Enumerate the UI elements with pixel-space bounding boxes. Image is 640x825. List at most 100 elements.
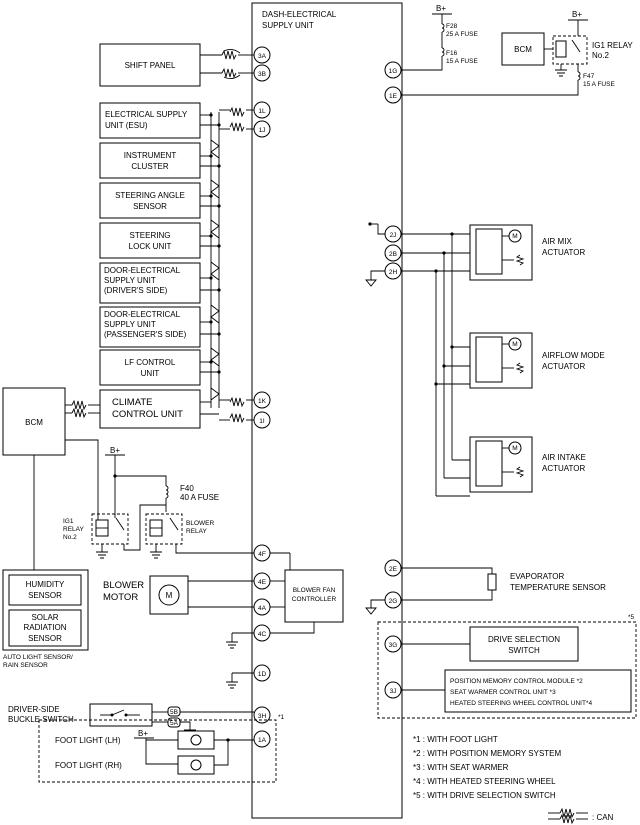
connector-1a (253, 730, 271, 748)
connector-5b (167, 706, 181, 717)
f47-label: F47 (583, 73, 595, 80)
connector-3h-label: 3H (258, 713, 267, 720)
connector-4c-label: 4C (258, 631, 267, 638)
bplus-foot-label: B+ (138, 729, 148, 738)
dd-label-2: SUPPLY UNIT (104, 276, 156, 285)
air-mix-motor-m: M (512, 233, 517, 240)
instrument-cluster-box (99, 142, 201, 179)
slu-label-1: STEERING (130, 231, 171, 240)
connector-1g-label: 1G (389, 68, 398, 75)
cc-label-1: CLIMATE (112, 397, 152, 408)
blower-relay-1: BLOWER (186, 520, 214, 527)
air-mix-actuator: M (469, 224, 533, 281)
buckle-pin-5b: 5B (170, 709, 178, 716)
seat-warmer-label: SEAT WARMER CONTROL UNIT *3 (450, 689, 556, 696)
can-twist-icon (221, 50, 237, 60)
blower-motor-label-1: BLOWER (103, 580, 144, 591)
dash-electrical-supply-unit (251, 2, 403, 819)
buckle-pin-5a: 5A (170, 720, 179, 727)
door-esu-passenger-box (99, 306, 201, 348)
connector-1a-label: 1A (258, 737, 267, 744)
air-intake-label-2: ACTUATOR (542, 464, 585, 473)
can-bus-vertical (210, 112, 220, 408)
ig1-relay-left (91, 513, 129, 545)
foot-light-lh-label: FOOT LIGHT (LH) (55, 736, 121, 745)
connector-3b-label: 3B (258, 71, 266, 78)
connector-4e-label: 4E (258, 579, 267, 586)
sas-label-1: STEERING ANGLE (115, 191, 185, 200)
ig1-relay-right (552, 35, 588, 65)
motor-icon (158, 584, 180, 606)
drive-selection-label-2: SWITCH (508, 646, 540, 655)
ig1-left-2: RELAY (63, 526, 84, 533)
f40-label: F40 (180, 484, 194, 493)
airflow-mode-actuator: M (469, 332, 533, 389)
unit-title-line2: SUPPLY UNIT (262, 21, 314, 30)
blower-motor-box (149, 575, 189, 615)
bfc-label-2: CONTROLLER (292, 596, 337, 603)
solar-label-1: SOLAR (31, 613, 58, 622)
connector-3g-label: 3G (389, 642, 398, 649)
bplus-relay-label: B+ (110, 446, 120, 455)
lamp-icon (190, 759, 202, 771)
connector-1k-label: 1K (258, 398, 267, 405)
lf-label-2: UNIT (141, 369, 160, 378)
connector-3h (253, 706, 271, 724)
buckle-label-2: BUCKLE SWITCH (8, 715, 74, 724)
blower-fan-controller-box (284, 569, 344, 623)
connector-4a-label: 4A (258, 605, 267, 612)
right-connectors: 1G 1E 2J 2B 2H 2E 2G 3G 3J (384, 61, 402, 699)
connector-1i-label: 1I (259, 418, 265, 425)
auto-light-label-2: RAIN SENSOR (3, 662, 48, 669)
can-legend-label: : CAN (592, 813, 614, 822)
ic-label-1: INSTRUMENT (124, 151, 177, 160)
esu-label-1: ELECTRICAL SUPPLY (105, 110, 188, 119)
connector-1d-label: 1D (258, 671, 267, 678)
ig1-right-2: No.2 (592, 51, 609, 60)
shift-panel-label: SHIFT PANEL (125, 61, 176, 70)
buckle-switch-box (89, 703, 153, 727)
slu-label-2: LOCK UNIT (129, 242, 172, 251)
motor-m-label: M (166, 591, 173, 600)
ig1-left-1: IG1 (63, 518, 74, 525)
connector-3a-label: 3A (258, 53, 267, 60)
blower-motor-label-2: MOTOR (103, 592, 138, 603)
dp-label-2: SUPPLY UNIT (104, 320, 156, 329)
shift-panel-box (99, 43, 201, 87)
can-twist-icon (221, 68, 237, 78)
ig1-left-3: No.2 (63, 534, 77, 541)
f16-label: F16 (446, 50, 458, 57)
door-esu-driver-box (99, 262, 201, 304)
dd-label-1: DOOR-ELECTRICAL (104, 266, 181, 275)
f47-fuse-label: 15 A FUSE (583, 81, 615, 88)
blower-relay-2: RELAY (186, 528, 207, 535)
legend-item-5: *5 : WITH DRIVE SELECTION SWITCH (413, 791, 556, 800)
humidity-label-2: SENSOR (28, 591, 62, 600)
f40-fuse-label: 40 A FUSE (180, 493, 219, 502)
f16-fuse-label: 15 A FUSE (446, 58, 478, 65)
buckle-label-1: DRIVER-SIDE (8, 705, 60, 714)
unit-title-line1: DASH-ELECTRICAL (262, 10, 337, 19)
cc-label-2: CONTROL UNIT (112, 409, 183, 420)
connector-2g-label: 2G (389, 598, 398, 605)
esu-label-2: UNIT (ESU) (105, 121, 148, 130)
airflow-label-2: ACTUATOR (542, 362, 585, 371)
evap-label-1: EVAPORATOR (510, 572, 564, 581)
drive-selection-option-box (377, 621, 637, 719)
solar-label-3: SENSOR (28, 634, 62, 643)
air-mix-label-2: ACTUATOR (542, 248, 585, 257)
legend: *1 : WITH FOOT LIGHT *2 : WITH POSITION … (413, 735, 562, 800)
sas-label-2: SENSOR (133, 202, 167, 211)
evaporator-thermistor-icon (487, 573, 497, 591)
bcm-left-label: BCM (25, 418, 43, 427)
auto-light-label-1: AUTO LIGHT SENSOR/ (3, 654, 73, 661)
airflow-motor-m: M (512, 341, 517, 348)
dd-label-3: (DRIVER'S SIDE) (104, 286, 168, 295)
drive-selection-tag: *5 (628, 614, 635, 621)
connector-2h-label: 2H (389, 269, 398, 276)
heated-steering-label: HEATED STEERING WHEEL CONTROL UNIT*4 (450, 700, 592, 707)
blower-relay (145, 513, 183, 545)
air-intake-motor-m: M (512, 445, 517, 452)
steering-angle-sensor-box (99, 182, 201, 219)
